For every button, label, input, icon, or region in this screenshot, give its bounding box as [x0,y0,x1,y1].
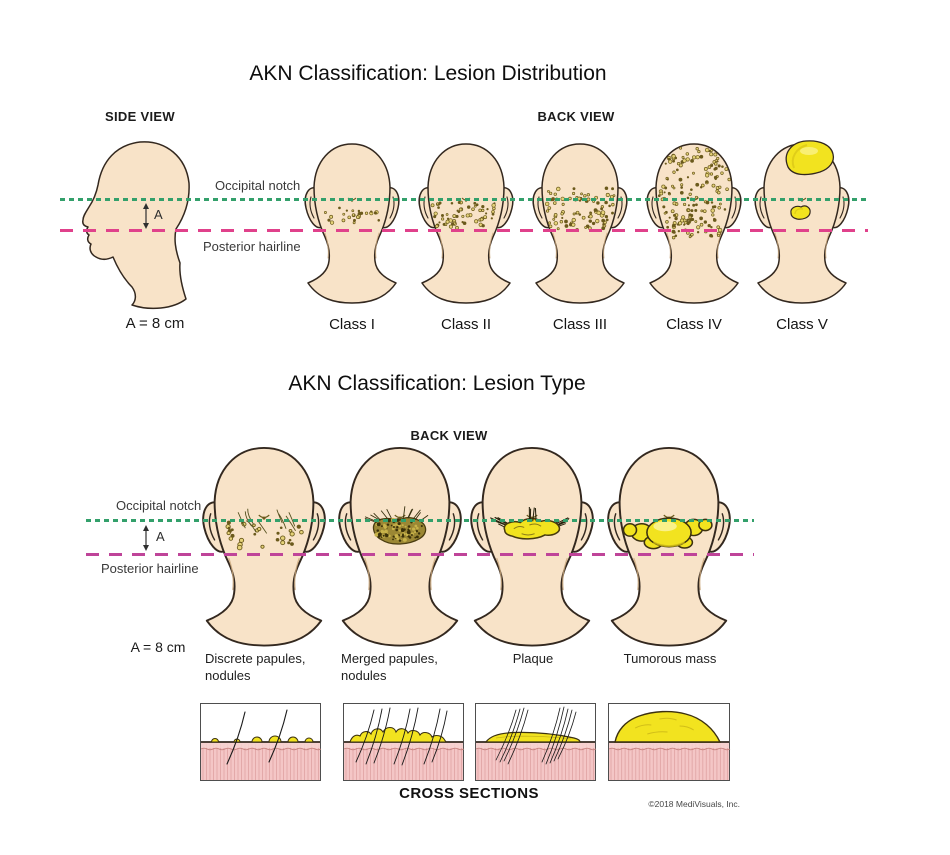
head-merged-papules [335,443,465,648]
occipital-notch-line-1 [60,198,868,201]
posterior-hairline-line-2 [86,553,754,556]
section2-title: AKN Classification: Lesion Type [288,372,586,395]
head-outline [473,447,591,647]
head-outline [341,447,459,647]
cross-section-discrete-figure [200,709,322,780]
head-discrete-papules [199,443,329,648]
type-label-merged: Merged papules, nodules [341,651,473,685]
back-head-figure [304,143,400,304]
cross-section-discrete [200,703,322,781]
head-plaque [467,443,597,648]
type-label-merged-line2: nodules [341,667,387,683]
side-view-header: SIDE VIEW [105,109,175,124]
distance-arrow-2 [141,524,151,552]
back-head-figure [532,143,628,304]
back-head-figure [202,447,326,647]
back-head-figure [754,140,850,304]
lesion-layer [430,200,496,230]
class-label-2: Class II [440,316,491,333]
copyright-notice: ©2018 MediVisuals, Inc. [648,799,740,809]
head-class-ii [416,140,516,305]
head-outline [535,143,625,304]
lesion-layer [785,140,835,220]
type-label-tumorous-line1: Tumorous mass [623,651,717,666]
cross-section-plaque [475,703,597,781]
side-view-head [78,139,198,310]
distance-marker-label-1: A [154,207,163,222]
cross-section-merged [343,703,465,781]
back-view-header-2: BACK VIEW [410,428,488,443]
side-head-figure [82,141,190,310]
type-label-plaque-line1: Plaque [512,651,554,666]
type-label-plaque: Plaque [467,651,599,668]
distance-note-1: A = 8 cm [125,315,185,332]
posterior-hairline-line-1 [60,229,868,232]
distance-marker-label-2: A [156,529,165,544]
occipital-notch-line-2 [86,519,754,522]
head-tumorous-mass [604,443,734,648]
head-class-iv [644,140,744,305]
head-class-iii [530,140,630,305]
head-class-v [752,140,852,305]
back-view-header-1: BACK VIEW [537,109,615,124]
section1-title: AKN Classification: Lesion Distribution [249,62,607,85]
type-label-discrete: Discrete papules, nodules [205,651,337,685]
cross-section-tumorous-figure [608,710,731,780]
back-head-figure [646,143,742,304]
back-head-figure [470,447,594,647]
class-label-5: Class V [776,316,828,333]
back-head-figure [418,143,514,304]
distance-note-2: A = 8 cm [130,639,186,655]
occipital-notch-mark [258,514,270,520]
back-head-figure [607,447,731,647]
distance-arrow-1 [141,202,151,230]
cross-sections-title: CROSS SECTIONS [399,785,539,802]
side-head-outline [82,141,190,310]
cross-section-tumorous [608,703,731,781]
cross-section-merged-figure [343,707,465,780]
class-label-1: Class I [329,316,375,333]
occipital-notch-label-2: Occipital notch [116,498,202,513]
head-outline [649,143,739,304]
class-label-3: Class III [552,316,608,333]
type-label-tumorous: Tumorous mass [604,651,736,668]
lesion-layer [622,517,713,550]
head-class-i [302,140,402,305]
cross-section-plaque-figure [475,706,597,780]
head-outline [757,143,847,304]
type-label-discrete-line2: nodules [205,667,251,683]
lesion-layer [324,206,381,225]
type-label-merged-line1: Merged papules, [341,651,438,666]
back-head-figure [338,447,462,647]
occipital-notch-label-1: Occipital notch [215,178,301,193]
posterior-hairline-label-1: Posterior hairline [203,239,301,254]
lesion-layer [657,146,731,240]
type-label-discrete-line1: Discrete papules, [205,651,306,666]
head-outline [307,143,397,304]
class-label-4: Class IV [666,316,722,333]
lesion-layer [544,186,616,232]
posterior-hairline-label-2: Posterior hairline [101,561,199,576]
